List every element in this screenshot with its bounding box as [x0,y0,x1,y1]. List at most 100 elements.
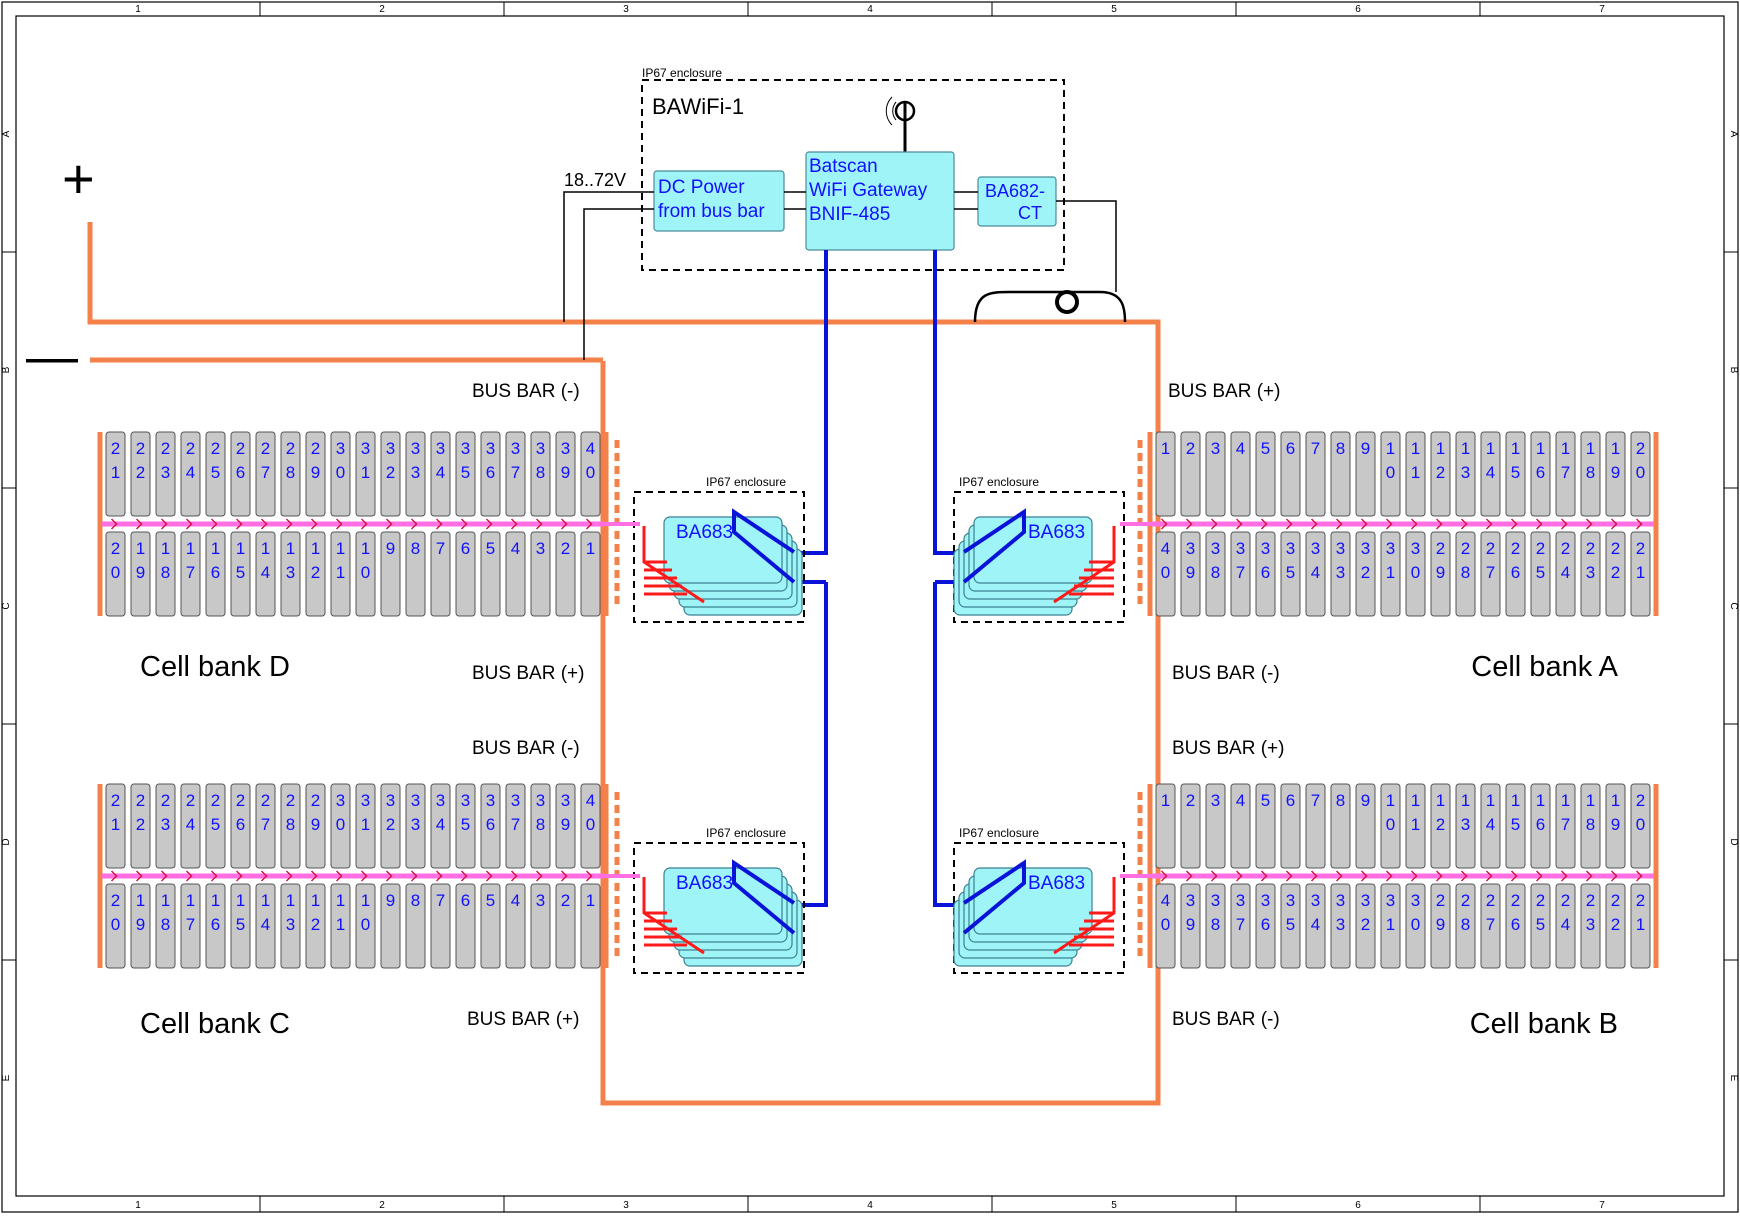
cell-number-digit: 6 [1261,915,1270,934]
cell-link-marker [1286,870,1293,882]
cell-number-digit: 5 [486,891,495,910]
cell-bottom [1305,531,1326,617]
cell-top [1555,783,1576,869]
cell-number-digit: 1 [1386,439,1395,458]
cell-bottom [205,883,226,969]
cell-number-digit: 2 [311,563,320,582]
cell-number-digit: 1 [1386,563,1395,582]
cell-link-marker [1186,870,1193,882]
cell-number-digit: 2 [1561,891,1570,910]
cell-bottom [1330,883,1351,969]
cell-bottom [305,531,326,617]
cell-number-digit: 3 [1586,915,1595,934]
cell-bottom [1255,531,1276,617]
cell-top [255,431,276,517]
cell-number-digit: 0 [336,463,345,482]
cell-number-digit: 1 [111,463,120,482]
sense-wire [1053,877,1116,955]
cell-top [280,783,301,869]
cell-number-digit: 5 [1286,563,1295,582]
cell-link-marker [536,870,543,882]
cell-number-digit: 2 [211,439,220,458]
cell-number-digit: 1 [1436,791,1445,810]
cell-number-digit: 8 [411,891,420,910]
gateway-line-3: BNIF-485 [809,204,890,225]
cell-number-digit: 3 [1186,539,1195,558]
cell-link-marker [1311,870,1318,882]
cell-top [480,431,501,517]
cell-top [530,431,551,517]
cell-number-digit: 1 [1411,439,1420,458]
cell-link-marker [336,870,343,882]
bank-a-title: Cell bank A [1471,651,1618,683]
cell-number-digit: 4 [1486,463,1495,482]
cell-top [330,431,351,517]
cell-number-digit: 1 [286,539,295,558]
cell-number-digit: 2 [311,439,320,458]
cell-link-marker [1511,518,1518,530]
cell-bottom [1430,531,1451,617]
cell-number-digit: 5 [211,463,220,482]
cell-number-digit: 1 [1586,439,1595,458]
cell-top [130,431,151,517]
cell-link-marker [136,518,143,530]
cell-number-digit: 2 [1636,891,1645,910]
cell-link-marker [1386,870,1393,882]
cell-top [1455,431,1476,517]
cell-number-digit: 1 [586,891,595,910]
frame-column-label: 3 [623,1200,629,1211]
cell-number-digit: 7 [186,563,195,582]
cell-number-digit: 3 [1386,539,1395,558]
cell-number-digit: 9 [1611,815,1620,834]
cell-bottom [180,883,201,969]
cell-bottom [1530,883,1551,969]
cell-number-digit: 9 [1611,463,1620,482]
cell-link-marker [1536,870,1543,882]
frame-row-label: B [1,366,12,373]
cell-link-marker [211,518,218,530]
cell-top [555,431,576,517]
cell-number-digit: 1 [336,563,345,582]
cell-number-digit: 2 [1586,539,1595,558]
dc-power-line-1: DC Power [658,177,745,198]
cell-number-digit: 8 [161,915,170,934]
cell-number-digit: 0 [111,915,120,934]
cell-number-digit: 2 [1611,891,1620,910]
cell-number-digit: 3 [561,439,570,458]
ba683-board [973,516,1093,584]
cell-number-digit: 4 [511,539,520,558]
cell-number-digit: 4 [511,891,520,910]
cell-number-digit: 3 [1286,891,1295,910]
frame-row-label: D [1728,838,1739,845]
cell-number-digit: 1 [261,539,270,558]
cell-number-digit: 1 [1636,915,1645,934]
negative-terminal: — [26,328,78,386]
ct-line-2: CT [1018,203,1042,223]
cell-number-digit: 4 [436,815,445,834]
cell-top [530,783,551,869]
cell-link-marker [311,870,318,882]
cell-number-digit: 4 [186,463,195,482]
cell-link-marker [1261,518,1268,530]
cell-number-digit: 1 [1536,791,1545,810]
cell-top [580,783,601,869]
cell-number-digit: 2 [186,791,195,810]
cell-number-digit: 4 [1561,563,1570,582]
cell-top [1505,783,1526,869]
cell-bottom [380,883,401,969]
cell-link-marker [1261,870,1268,882]
cell-bottom [1630,883,1651,969]
cell-top [355,783,376,869]
cell-link-marker [1561,870,1568,882]
cell-top [1180,783,1201,869]
cell-number-digit: 5 [1536,563,1545,582]
cell-top [380,783,401,869]
cell-bottom [1230,883,1251,969]
supply-voltage-label: 18..72V [564,170,626,190]
positive-bus-bar [87,222,1161,1106]
cell-number-digit: 1 [336,915,345,934]
cell-top [555,783,576,869]
cell-number-digit: 2 [286,439,295,458]
cell-top [480,783,501,869]
cell-number-digit: 0 [1161,563,1170,582]
